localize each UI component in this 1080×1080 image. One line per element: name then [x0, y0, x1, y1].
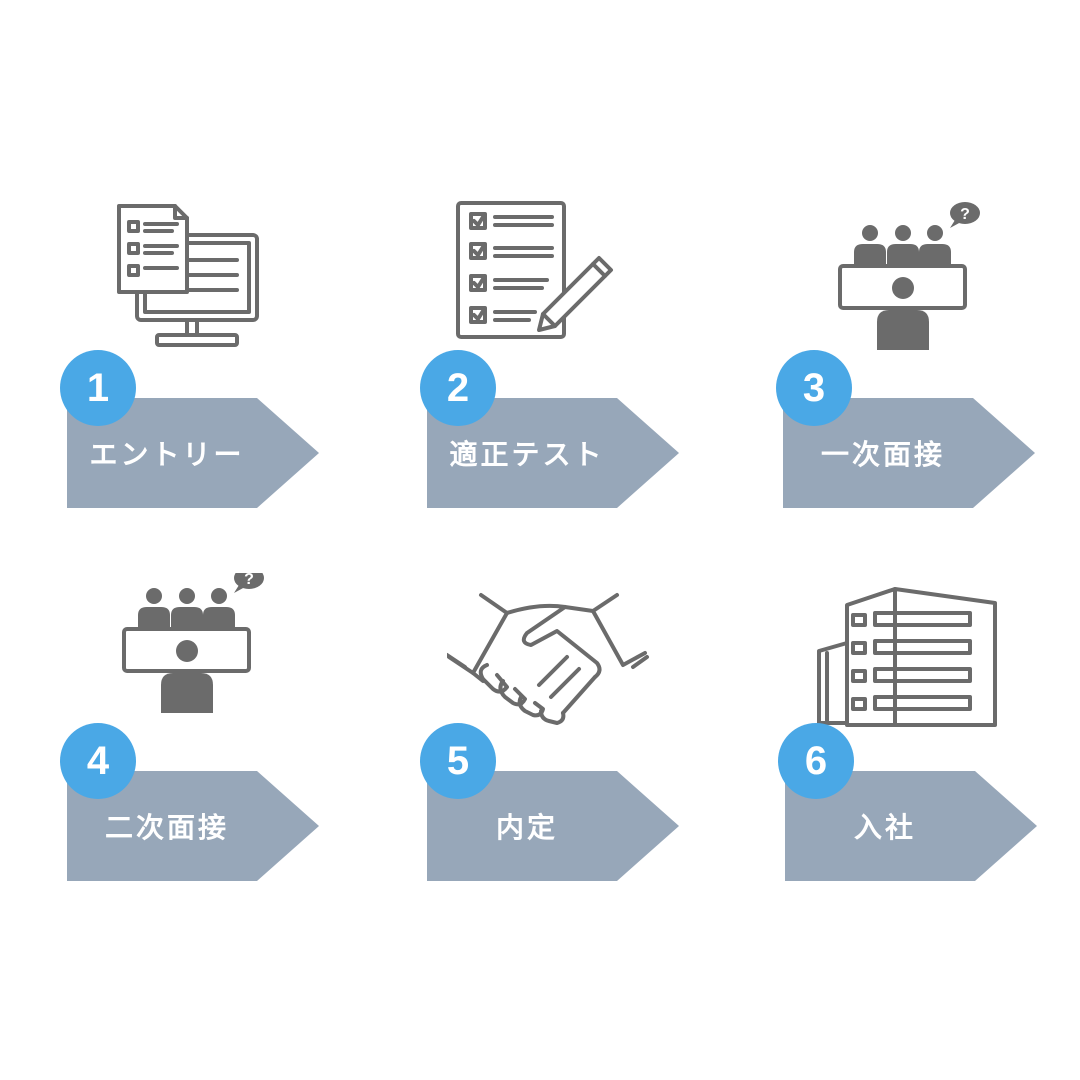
step-number-badge: 2	[420, 350, 496, 426]
step-number-badge: 4	[60, 723, 136, 799]
svg-text:?: ?	[960, 206, 970, 223]
step-arrow: 一次面接	[783, 398, 1035, 508]
step-1: エントリー 1	[60, 200, 347, 530]
step-arrow: 適正テスト	[427, 398, 679, 508]
svg-text:?: ?	[244, 573, 254, 588]
step-5: 内定 5	[420, 573, 707, 903]
checklist-pencil-icon	[447, 200, 687, 370]
step-arrow: 二次面接	[67, 771, 319, 881]
step-6: 入社 6	[778, 573, 1065, 903]
step-arrow: 入社	[785, 771, 1037, 881]
step-arrow: エントリー	[67, 398, 319, 508]
step-label: 内定	[495, 811, 558, 844]
step-3: ? 一次面接 3	[776, 200, 1063, 530]
step-label: エントリー	[89, 438, 245, 471]
step-number-badge: 1	[60, 350, 136, 426]
step-number-badge: 6	[778, 723, 854, 799]
office-building-icon	[805, 573, 1045, 743]
computer-form-icon	[87, 200, 327, 370]
step-label: 二次面接	[104, 811, 229, 844]
step-label: 一次面接	[820, 438, 945, 471]
interview-panel-icon: ?	[803, 200, 1043, 370]
handshake-icon	[447, 573, 687, 743]
step-label: 入社	[853, 811, 916, 844]
step-2: 適正テスト 2	[420, 200, 707, 530]
step-label: 適正テスト	[449, 438, 605, 471]
step-4: ? 二次面接 4	[60, 573, 347, 903]
step-number-badge: 3	[776, 350, 852, 426]
interview-panel-icon: ?	[87, 573, 327, 743]
step-number-badge: 5	[420, 723, 496, 799]
step-arrow: 内定	[427, 771, 679, 881]
